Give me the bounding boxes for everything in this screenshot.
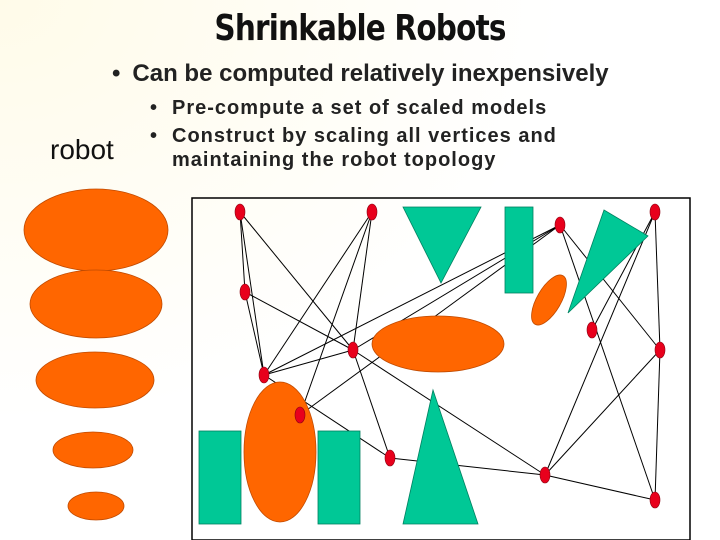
roadmap-edge [263,211,373,376]
roadmap-node [239,283,251,301]
obstacles [198,206,649,525]
roadmap-node [366,203,378,221]
slide-title: Shrinkable Robots [214,8,506,49]
roadmap-edge [591,211,656,331]
obstacle-bar-vertical [504,206,534,294]
roadmap-node [384,449,396,467]
roadmap-edge [239,211,354,351]
roadmap-node [347,341,359,359]
obstacle-triangle-top [402,206,482,284]
robot-tilted [531,274,567,326]
roadmap-nodes [234,203,666,509]
roadmap-edge [352,211,373,351]
roadmap-edge [299,211,373,416]
bullet-dot: • [150,125,159,147]
roadmap-node [586,321,598,339]
sub-bullet-1-text: Pre-compute a set of scaled models [172,97,548,119]
robot-vertical [243,381,317,523]
obstacle-block-left [198,430,242,525]
roadmap-node [649,203,661,221]
roadmap-edge [654,211,661,351]
sub-bullet-2-continuation: maintaining the robot topology [172,149,497,171]
sub-bullet-2: • Construct by scaling all vertices and m… [150,124,557,172]
roadmap-edge [544,349,661,476]
roadmap-edge [544,211,656,476]
main-bullet-text: Can be computed relatively inexpensively [132,60,609,87]
workspace-robots [243,274,567,523]
roadmap-edge [244,291,354,351]
robot-model-5 [67,491,125,521]
roadmap-edge [352,349,391,459]
bullet-dot: • [112,60,121,87]
roadmap-node [649,491,661,509]
robot-label: robot [50,134,114,165]
roadmap-edge [239,211,265,376]
roadmap-node [294,406,306,424]
sub-bullet-2-text: Construct by scaling all vertices and [172,125,557,147]
obstacle-block-middle [317,430,361,525]
robot-model-2 [29,269,163,339]
roadmap-edge [389,457,546,476]
roadmap-edge [559,224,661,351]
roadmap-edge [654,349,661,501]
obstacle-triangle-right [567,209,649,314]
robot-model-4 [52,431,134,469]
roadmap-node [234,203,246,221]
bullet-dot: • [150,97,159,119]
roadmap-edge [239,211,246,293]
roadmap-node [654,341,666,359]
roadmap-node [554,216,566,234]
roadmap-edge [352,349,546,476]
scaled-robot-models [23,188,169,521]
roadmap-edge [244,291,265,376]
robot-horizontal [371,315,505,373]
roadmap-edge [263,349,354,376]
robot-model-1 [23,188,169,272]
roadmap-edge [544,474,656,501]
roadmap-edge [559,224,656,501]
obstacle-triangle-bottom [402,388,479,525]
roadmap-node [539,466,551,484]
main-bullet: • Can be computed relatively inexpensivel… [112,60,609,88]
roadmap-node [258,366,270,384]
sub-bullet-1: • Pre-compute a set of scaled models [150,96,547,120]
robot-model-3 [35,351,155,409]
workspace-frame [191,197,691,540]
